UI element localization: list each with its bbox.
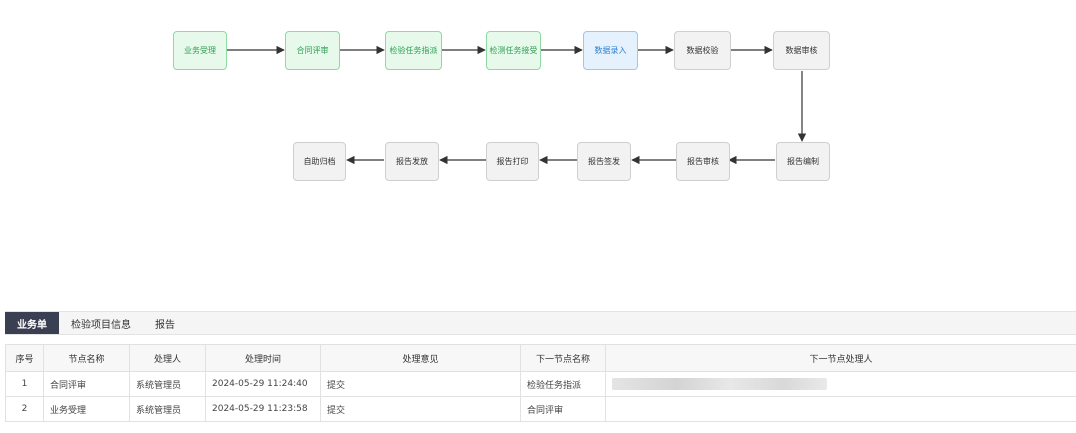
flow-node-contract-review[interactable]: 合同评审 [285, 31, 340, 70]
cell-opinion: 提交 [320, 371, 521, 397]
cell-handler: 系统管理员 [129, 371, 206, 397]
flow-node-task-assignment[interactable]: 检验任务指派 [385, 31, 442, 70]
workflow-arrows [227, 45, 807, 165]
cell-next-handler [605, 396, 1076, 422]
workflow-diagram: 业务受理 合同评审 检验任务指派 检测任务接受 数据录入 数据校验 数据审核 报… [173, 31, 830, 181]
cell-next-node: 合同评审 [520, 396, 606, 422]
flow-node-data-verification[interactable]: 数据校验 [674, 31, 731, 70]
cell-next-node: 检验任务指派 [520, 371, 606, 397]
tab-inspection-items[interactable]: 检验项目信息 [71, 319, 131, 331]
flow-node-report-print[interactable]: 报告打印 [486, 142, 539, 181]
flow-node-task-acceptance[interactable]: 检测任务接受 [486, 31, 541, 70]
col-header-opinion[interactable]: 处理意见 [320, 344, 521, 372]
cell-seq: 1 [5, 371, 44, 397]
col-header-next-node[interactable]: 下一节点名称 [520, 344, 606, 372]
cell-handler: 系统管理员 [129, 396, 206, 422]
flow-node-report-review[interactable]: 报告审核 [676, 142, 730, 181]
table-row[interactable]: 2 业务受理 系统管理员 2024-05-29 11:23:58 提交 合同评审 [5, 396, 1076, 422]
col-header-seq[interactable]: 序号 [5, 344, 44, 372]
cell-seq: 2 [5, 396, 44, 422]
cell-time: 2024-05-29 11:24:40 [205, 371, 321, 397]
flow-node-self-archive[interactable]: 自助归档 [293, 142, 346, 181]
table-header-row: 序号 节点名称 处理人 处理时间 处理意见 下一节点名称 下一节点处理人 [5, 344, 1076, 372]
cell-next-handler [605, 371, 1076, 397]
col-header-node-name[interactable]: 节点名称 [43, 344, 130, 372]
flow-node-business-acceptance[interactable]: 业务受理 [173, 31, 227, 70]
process-history-table: 序号 节点名称 处理人 处理时间 处理意见 下一节点名称 下一节点处理人 1 合… [5, 344, 1076, 422]
tab-business-order[interactable]: 业务单 [5, 312, 59, 334]
col-header-next-handler[interactable]: 下一节点处理人 [605, 344, 1076, 372]
redacted-next-handler [612, 378, 827, 390]
cell-time: 2024-05-29 11:23:58 [205, 396, 321, 422]
col-header-handler[interactable]: 处理人 [129, 344, 206, 372]
cell-node-name: 合同评审 [43, 371, 130, 397]
tab-report[interactable]: 报告 [155, 319, 175, 331]
flow-node-report-issue[interactable]: 报告签发 [577, 142, 631, 181]
flow-node-data-audit[interactable]: 数据审核 [773, 31, 830, 70]
cell-node-name: 业务受理 [43, 396, 130, 422]
flow-node-data-entry[interactable]: 数据录入 [583, 31, 638, 70]
flow-node-report-distribute[interactable]: 报告发放 [385, 142, 439, 181]
table-row[interactable]: 1 合同评审 系统管理员 2024-05-29 11:24:40 提交 检验任务… [5, 371, 1076, 397]
tab-bar: 业务单 检验项目信息 报告 [5, 311, 1076, 335]
cell-opinion: 提交 [320, 396, 521, 422]
flow-node-report-compile[interactable]: 报告编制 [776, 142, 830, 181]
col-header-time[interactable]: 处理时间 [205, 344, 321, 372]
